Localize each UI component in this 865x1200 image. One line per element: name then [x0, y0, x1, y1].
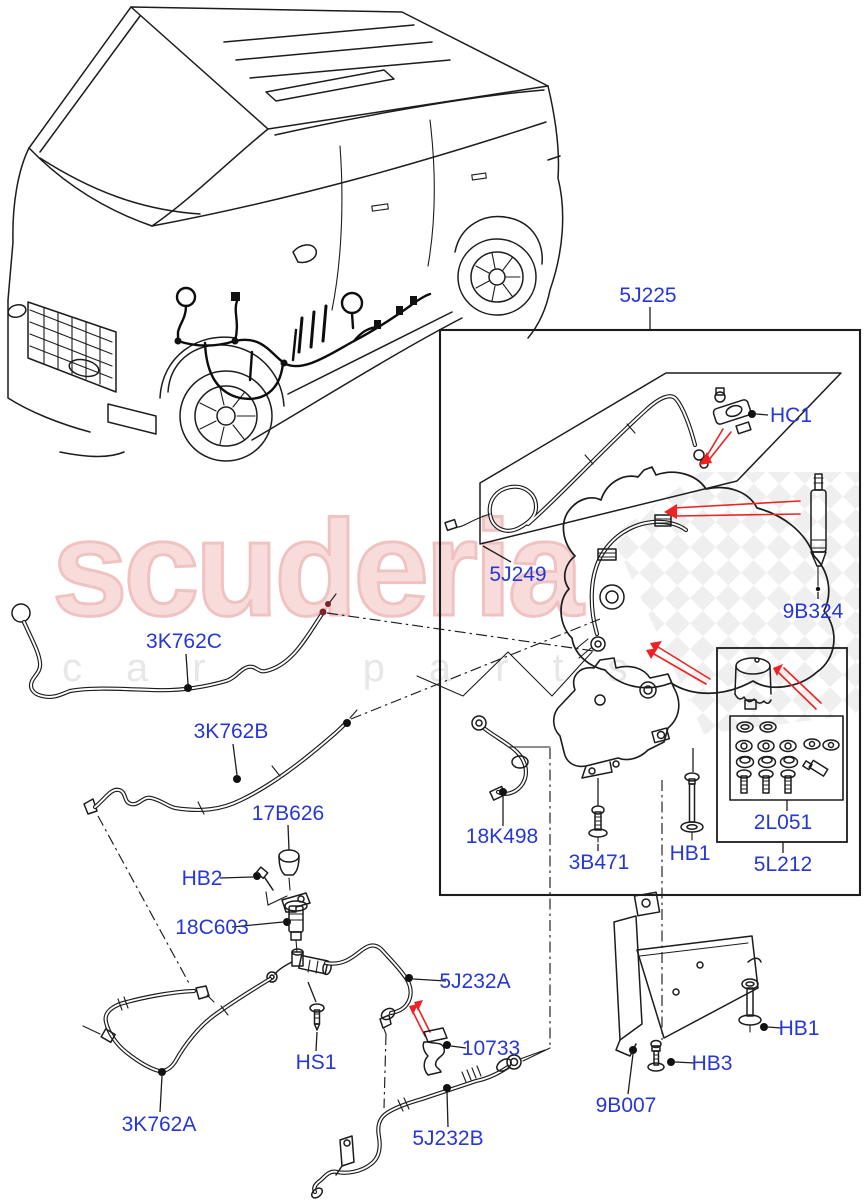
part-label-9b324[interactable]: 9B324: [782, 600, 844, 623]
part-label-hs1[interactable]: HS1: [295, 1051, 337, 1074]
part-label-5j232a[interactable]: 5J232A: [439, 970, 511, 993]
pipe-3k762a: [82, 979, 270, 1113]
pipe-3k762c: [11, 593, 337, 697]
fuel-tank: [416, 466, 835, 697]
part-2l051-pump: [734, 657, 772, 710]
part-17b626-grommet: [278, 824, 300, 891]
part-hb1-upper-bolt: [680, 748, 704, 841]
watermark-brand: scuderia: [50, 492, 584, 644]
part-label-hb3[interactable]: HB3: [691, 1052, 733, 1075]
part-label-5j232b[interactable]: 5J232B: [412, 1127, 484, 1150]
hardware-kit-contents: [735, 721, 840, 794]
part-label-hc1[interactable]: HC1: [769, 404, 813, 427]
part-hb3-bolt: [647, 1039, 696, 1072]
part-label-10733[interactable]: 10733: [461, 1037, 521, 1060]
pipe-5j232a: [326, 946, 447, 1037]
part-hb1-lower-bolt: [738, 957, 782, 1033]
part-label-18k498[interactable]: 18K498: [465, 825, 539, 848]
part-3b471-shield: [552, 657, 680, 851]
watermark-subtext: car parts: [62, 646, 672, 690]
part-label-hb2[interactable]: HB2: [181, 867, 223, 890]
part-label-3k762a[interactable]: 3K762A: [121, 1113, 197, 1136]
part-label-5j225[interactable]: 5J225: [619, 284, 677, 307]
part-18k498-hose: [471, 715, 551, 826]
pipe-5j232b: [310, 1049, 546, 1199]
alignment-centerlines: [97, 612, 663, 1109]
part-label-hb1-lower[interactable]: HB1: [778, 1017, 820, 1040]
part-label-2l051[interactable]: 2L051: [753, 811, 813, 834]
assembly-box-5j225: [438, 307, 862, 897]
pipe-3k762b: [83, 709, 358, 815]
watermark-checker-flag: [612, 472, 860, 734]
part-label-9b007[interactable]: 9B007: [595, 1094, 657, 1117]
harness-5j249: [444, 396, 709, 563]
part-label-5l212[interactable]: 5L212: [753, 853, 813, 876]
part-label-18c603[interactable]: 18C603: [175, 916, 249, 939]
part-hc1-sensor-bracket: [699, 387, 769, 465]
part-18c603-pump: [231, 892, 332, 983]
vehicle-illustration: [7, 6, 564, 462]
part-label-hb1-upper[interactable]: HB1: [669, 842, 711, 865]
part-9b324-sensor: [664, 473, 827, 599]
part-label-3b471[interactable]: 3B471: [568, 851, 630, 874]
part-10733-clip: [422, 1027, 467, 1076]
part-hb2-bolt: [219, 866, 288, 906]
kit-box-5l212: [646, 641, 848, 853]
part-label-5j249[interactable]: 5J249: [489, 563, 547, 586]
part-hs1-bolt: [307, 981, 325, 1052]
part-9b007-bracket: [613, 891, 782, 1095]
part-label-17b626[interactable]: 17B626: [251, 802, 325, 825]
vehicle-harness: [174, 286, 432, 401]
part-label-3k762b[interactable]: 3K762B: [193, 720, 269, 743]
part-label-3k762c[interactable]: 3K762C: [146, 630, 222, 653]
